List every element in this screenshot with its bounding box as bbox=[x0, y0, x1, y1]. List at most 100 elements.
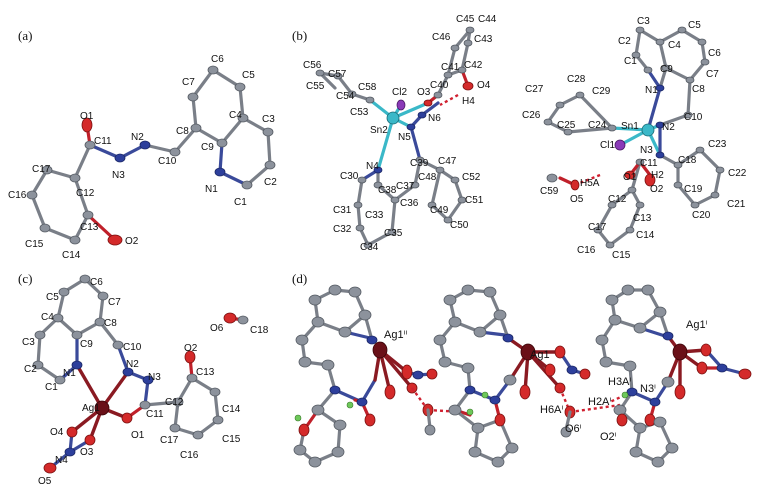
atom-label: N1 bbox=[205, 184, 218, 195]
bond bbox=[446, 198, 464, 222]
atom-label: C13 bbox=[196, 367, 215, 378]
atom-o bbox=[184, 350, 196, 364]
atom-cl bbox=[614, 139, 626, 151]
atom-label: C20 bbox=[692, 210, 711, 221]
atom-c bbox=[491, 456, 505, 468]
bond bbox=[116, 343, 130, 374]
bond bbox=[191, 95, 198, 130]
atom-label: O2 bbox=[650, 184, 664, 195]
atom-c bbox=[262, 127, 274, 137]
panel-b-label: (b) bbox=[292, 28, 307, 43]
atom-o bbox=[43, 462, 57, 474]
atom-c bbox=[683, 111, 693, 119]
atom-c bbox=[631, 51, 641, 59]
atom-label: C36 bbox=[400, 198, 419, 209]
atom-c bbox=[438, 356, 452, 368]
bond bbox=[56, 290, 66, 320]
atom-c bbox=[677, 26, 687, 34]
atom-n bbox=[464, 385, 476, 395]
bond bbox=[356, 178, 364, 207]
atom-label: C18 bbox=[678, 155, 697, 166]
atom-c bbox=[41, 165, 53, 175]
atom-c bbox=[593, 226, 603, 234]
atom-c bbox=[661, 376, 675, 388]
atom-label: O5 bbox=[38, 476, 52, 487]
atom-label: C54 bbox=[336, 91, 355, 102]
atom-c bbox=[483, 286, 497, 298]
atom-label: C42 bbox=[464, 60, 483, 71]
bond bbox=[73, 176, 90, 217]
atom-n bbox=[373, 166, 383, 174]
atom-c bbox=[321, 359, 335, 371]
atom-c bbox=[71, 330, 83, 340]
panel-d: (d) bbox=[292, 271, 752, 468]
atom-label: C6 bbox=[211, 54, 224, 65]
atom-label: C3 bbox=[22, 337, 35, 348]
atom-n bbox=[662, 331, 674, 341]
atom-c bbox=[94, 317, 106, 327]
atom-o bbox=[462, 81, 474, 91]
atom-label: C15 bbox=[222, 434, 241, 445]
atom-label: C14 bbox=[62, 250, 81, 261]
atom-c bbox=[625, 226, 635, 234]
atom-c bbox=[348, 286, 362, 298]
atom-label: C17 bbox=[160, 435, 179, 446]
atom-label: Cl1 bbox=[600, 140, 615, 151]
atom-c bbox=[448, 316, 462, 328]
atom-label: C56 bbox=[303, 60, 322, 71]
atom-o bbox=[644, 413, 656, 427]
atom-label: C19 bbox=[684, 184, 703, 195]
atom-c bbox=[112, 340, 124, 350]
atom-c bbox=[295, 334, 309, 346]
atom-ag bbox=[520, 343, 536, 361]
atom-label: C13 bbox=[80, 222, 99, 233]
atom-label: Ag1 bbox=[82, 403, 100, 414]
atom-c bbox=[390, 196, 400, 204]
bond bbox=[460, 41, 470, 72]
atom-label: C14 bbox=[222, 404, 241, 415]
atom-label: C10 bbox=[684, 112, 703, 123]
atom-label: C29 bbox=[592, 86, 611, 97]
atom-label: N6 bbox=[428, 113, 441, 124]
atom-label: C22 bbox=[728, 168, 747, 179]
atom-label: C1 bbox=[234, 197, 247, 208]
atom-n bbox=[502, 333, 514, 343]
bond bbox=[73, 143, 92, 180]
atom-label: C2 bbox=[618, 36, 631, 47]
panel-a: (a) bbox=[8, 28, 277, 261]
atom-c bbox=[34, 330, 46, 340]
atom-c bbox=[605, 241, 615, 249]
atom-h bbox=[294, 414, 302, 422]
hbond bbox=[439, 93, 459, 107]
atom-c bbox=[333, 419, 347, 431]
atom-label: C55 bbox=[306, 81, 325, 92]
atom-n bbox=[406, 123, 416, 131]
bond bbox=[676, 148, 702, 167]
atom-ag bbox=[672, 343, 688, 361]
atom-label: H4 bbox=[462, 96, 475, 107]
atom-n bbox=[655, 84, 665, 92]
atom-n bbox=[412, 370, 424, 380]
atom-n bbox=[655, 151, 665, 159]
bond bbox=[596, 203, 614, 232]
bond bbox=[220, 116, 245, 145]
atom-label: C39 bbox=[410, 158, 429, 169]
atom-label: O3 bbox=[80, 447, 94, 458]
atom-c bbox=[560, 426, 572, 438]
atom-c bbox=[665, 442, 679, 454]
bond bbox=[658, 113, 690, 127]
atom-label: C7 bbox=[108, 297, 121, 308]
atom-c bbox=[357, 176, 367, 184]
atom-label: C16 bbox=[180, 450, 199, 461]
atom-c bbox=[563, 128, 573, 136]
atom-label: C9 bbox=[660, 64, 673, 75]
panel-c-label: (c) bbox=[18, 271, 32, 286]
atom-c bbox=[427, 201, 437, 209]
bond bbox=[686, 78, 692, 117]
atom-label: C16 bbox=[8, 190, 27, 201]
atom-label: C25 bbox=[557, 120, 576, 131]
atom-label: C57 bbox=[328, 69, 347, 80]
atom-o bbox=[384, 384, 396, 400]
atom-c bbox=[450, 44, 460, 52]
hbond bbox=[558, 387, 572, 413]
